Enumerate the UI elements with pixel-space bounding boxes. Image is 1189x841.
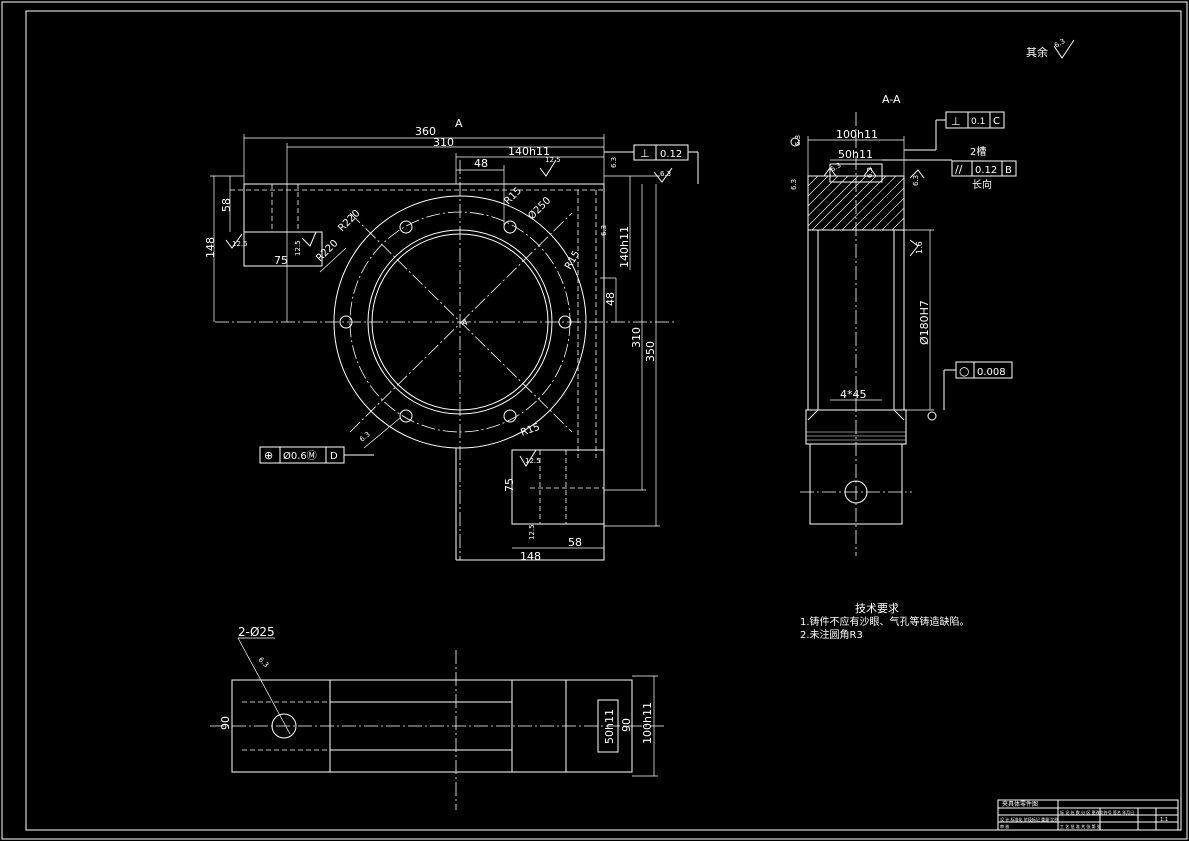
- svg-text:⊕: ⊕: [264, 449, 273, 462]
- svg-text:⊥: ⊥: [951, 115, 961, 128]
- sec-circ-frame: ○ 0.008: [943, 361, 1013, 410]
- dim-b58: 58: [568, 536, 582, 549]
- title-name: 夹具体零件图: [1002, 800, 1038, 808]
- roughness-r8: 12.5: [528, 524, 536, 540]
- bottom-view: 2-Ø25 6.3 90 50h11 90 100h11: [210, 625, 665, 810]
- inner-border: [25, 10, 1182, 831]
- corner-roughness-symbol: 6.3: [1053, 37, 1075, 59]
- dim-v48: 48: [604, 292, 617, 306]
- sec-mark-4: 6.3: [866, 167, 874, 178]
- section-view: A-A: [790, 93, 1017, 556]
- sec-dim-chamfer: 4*45: [840, 388, 867, 401]
- dim-310: 310: [433, 136, 454, 149]
- sec-dim-100h11: 100h11: [836, 128, 878, 141]
- sec-dim-50h11: 50h11: [838, 148, 873, 161]
- dim-75: 75: [274, 254, 288, 267]
- tech-req-line2: 2.未注圆角R3: [800, 628, 863, 641]
- sec-mark-2: 6.3: [790, 179, 798, 190]
- svg-text:0.008: 0.008: [977, 367, 1006, 378]
- roughness-r9: 6.3: [600, 225, 608, 236]
- center-label-a: A: [462, 318, 468, 327]
- svg-text://: //: [955, 163, 963, 176]
- front-view: A 360 310 140h11 48 12.5 148 58 75 12.5 …: [204, 117, 699, 563]
- dim-phi250: Ø250: [526, 195, 554, 223]
- title-block: 夹具体零件图 标 记 处 数 分 区 更改文件号 签名 年月日 设 计 标准化 …: [997, 799, 1179, 831]
- dim-58: 58: [220, 198, 233, 212]
- sec-mark-5: 6.3: [912, 175, 920, 186]
- svg-text:⊥: ⊥: [640, 147, 650, 160]
- dim-r220: R220: [314, 238, 340, 264]
- dim-r15a: R15: [502, 185, 524, 207]
- bottom-hatch: [806, 431, 906, 441]
- svg-text:○: ○: [959, 364, 969, 378]
- tech-req-line1: 1.铸件不应有沙眼、气孔等铸造缺陷。: [800, 615, 970, 628]
- dim-148: 148: [204, 237, 217, 258]
- roughness-r4: 6.3: [358, 430, 372, 443]
- dim-v140h11: 140h11: [618, 226, 631, 268]
- dim-r15b: R15: [563, 249, 582, 272]
- svg-text:0.12: 0.12: [660, 149, 682, 160]
- dim-r15c: R15: [519, 422, 541, 439]
- section-label-a: A: [455, 117, 463, 130]
- sec-mark-1: 6.3: [794, 135, 802, 146]
- section-title: A-A: [882, 93, 901, 106]
- svg-text:6.3: 6.3: [1053, 37, 1067, 49]
- sec-dim-phi180: Ø180H7: [918, 300, 931, 345]
- bottom-d50h11: 50h11: [603, 709, 616, 744]
- bottom-d100h11: 100h11: [641, 702, 654, 744]
- bottom-rough: 6.3: [257, 656, 271, 670]
- dim-v310: 310: [630, 327, 643, 348]
- section-hatch: [807, 175, 905, 231]
- dim-b75: 75: [503, 478, 516, 492]
- corner-note: 其余: [1026, 45, 1048, 59]
- par-note-bottom: 长向: [972, 178, 992, 191]
- svg-text:0.1: 0.1: [971, 117, 985, 127]
- roughness-r3: 12.5: [294, 240, 302, 256]
- roughness-r7: 12.5: [525, 457, 541, 465]
- position-frame: ⊕ Ø0.6Ⓜ D: [259, 446, 374, 464]
- dim-140h11: 140h11: [508, 145, 550, 158]
- perpendicularity-frame: ⊥ 0.12: [604, 144, 699, 184]
- dim-360: 360: [415, 125, 436, 138]
- sec-perp-frame: ⊥ 0.1 C: [904, 111, 1005, 151]
- dim-v350: 350: [644, 341, 657, 362]
- sec-rough-1-6: 1.6: [915, 241, 924, 254]
- title-row1: 标 记 处 数 分 区 更改文件号 签名 年月日: [1060, 809, 1134, 815]
- roughness-r1: 12.5: [545, 156, 561, 164]
- bottom-d90-left: 90: [219, 716, 232, 730]
- title-row3: 审 核: [1000, 823, 1009, 829]
- roughness-r6: 6.3: [660, 170, 671, 178]
- roughness-r2: 12.5: [232, 240, 248, 248]
- svg-text:Ø0.6Ⓜ: Ø0.6Ⓜ: [283, 450, 317, 462]
- title-scale: 1:1: [1160, 817, 1168, 823]
- par-note-top: 2槽: [970, 145, 986, 158]
- dim-48: 48: [474, 157, 488, 170]
- dim-b148: 148: [520, 550, 541, 563]
- bottom-d90-right: 90: [620, 718, 633, 732]
- tech-req-title: 技术要求: [855, 602, 899, 615]
- tech-requirements: 技术要求 1.铸件不应有沙眼、气孔等铸造缺陷。 2.未注圆角R3: [800, 602, 970, 641]
- bottom-holes: 2-Ø25: [238, 625, 275, 639]
- title-row4: 工 艺 批 准 共 张 第 张: [1060, 823, 1101, 829]
- sec-mark-3: 6.3: [829, 161, 843, 173]
- roughness-r5: 6.3: [610, 157, 618, 168]
- svg-text:D: D: [330, 451, 338, 462]
- svg-text:0.12: 0.12: [975, 165, 997, 176]
- svg-text:C: C: [993, 116, 1000, 127]
- svg-text:B: B: [1005, 165, 1012, 176]
- title-row2: 设 计 标准化 阶段标记 重量 比例: [1000, 816, 1058, 822]
- sec-par-frame: // 0.12 B: [882, 159, 1017, 177]
